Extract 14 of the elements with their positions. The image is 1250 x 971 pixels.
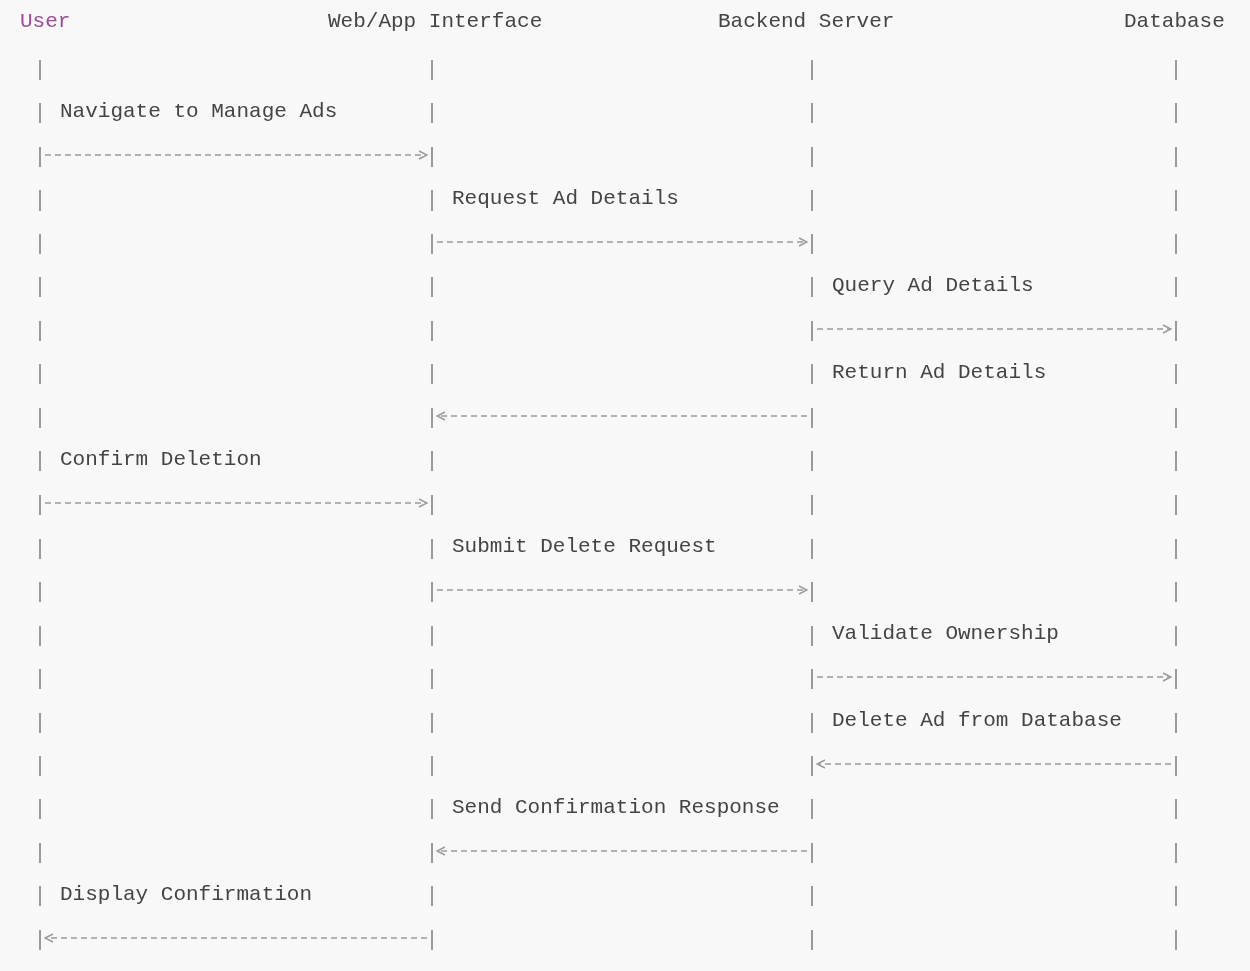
message-arrow xyxy=(44,933,428,943)
message-arrow xyxy=(436,846,808,856)
message-arrow xyxy=(44,498,428,508)
message-arrow xyxy=(816,324,1172,334)
message-arrow xyxy=(436,411,808,421)
message-arrow xyxy=(816,759,1172,769)
participant-label: User xyxy=(20,10,71,33)
message-arrow xyxy=(436,237,808,247)
participant-label: Backend Server xyxy=(718,10,895,33)
participant-label: Web/App Interface xyxy=(328,10,543,33)
message-arrow xyxy=(816,672,1172,682)
message-arrow xyxy=(44,150,428,160)
participant-label: Database xyxy=(1124,10,1225,33)
message-arrow xyxy=(436,585,808,595)
